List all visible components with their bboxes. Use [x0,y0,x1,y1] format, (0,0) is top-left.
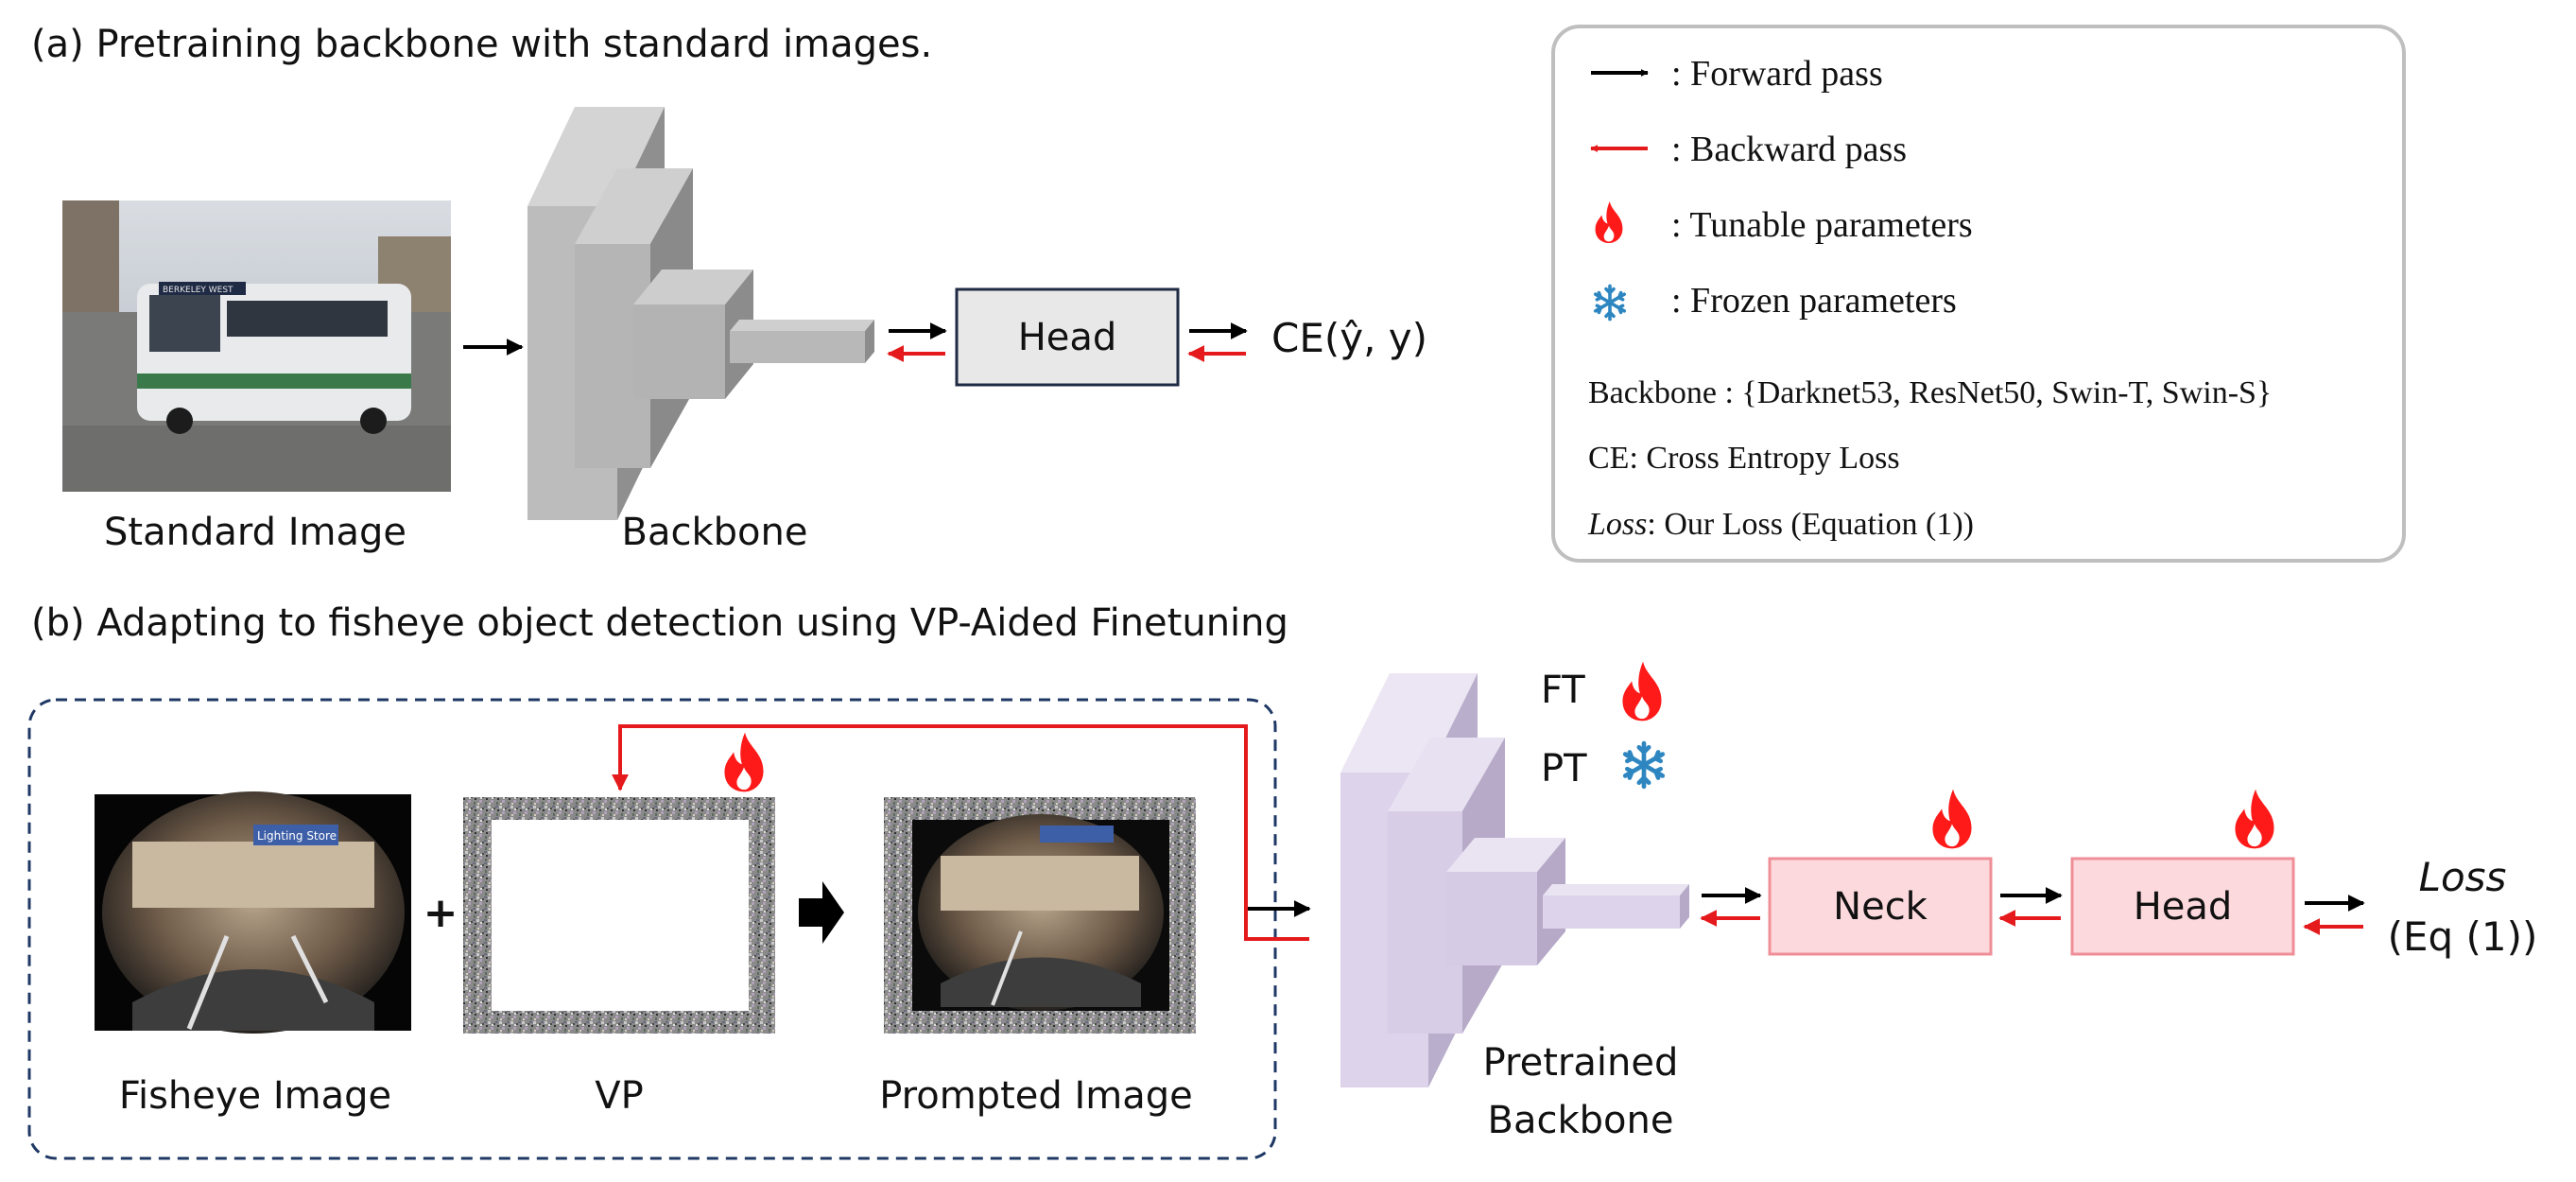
neck-box [1768,857,1993,956]
loss-term-label: Loss [2419,854,2507,900]
prompted-image-label: Prompted Image [879,1074,1192,1118]
fisheye-sign: Lighting Store [257,829,337,843]
pretrained-backbone-label-1: Pretrained [1483,1041,1679,1085]
ft-label: FT [1541,669,1585,712]
legend-loss-term: Loss [1587,507,1647,542]
legend-loss-rest: : Our Loss (Equation (1)) [1647,507,1974,542]
bus-sign: BERKELEY WEST [163,286,233,295]
vp-frame [463,797,775,1034]
head-box-b [2070,857,2295,956]
vp-label: VP [595,1074,643,1118]
legend-tunable: : Tunable parameters [1671,205,1973,245]
legend-frozen: : Frozen parameters [1671,281,1957,321]
legend-loss-def: Loss: Our Loss (Equation (1)) [1587,507,1974,542]
plus-sign: + [424,889,458,937]
head-label: Head [1018,316,1117,359]
pretrained-backbone-label-2: Backbone [1488,1099,1674,1142]
pretrained-backbone-block [1340,673,1689,1087]
fisheye-image: Lighting Store [95,791,411,1034]
backbone-label: Backbone [622,511,808,554]
loss-eq-label: (Eq (1)) [2388,913,2538,960]
vp-dashed-region [27,698,1277,1160]
head-label-b: Head [2134,885,2233,929]
vp-update-arrow [612,724,1309,941]
backbone-block [527,107,874,520]
head-box [955,287,1180,387]
flame-icon [724,732,764,792]
standard-image-label: Standard Image [104,511,406,554]
neck-label: Neck [1833,885,1928,929]
legend-backward: : Backward pass [1671,130,1907,169]
standard-image: BERKELEY WEST [62,200,451,492]
ce-loss-label: CE(ŷ, y) [1271,315,1427,361]
part-b-title: (b) Adapting to fisheye object detection… [31,601,1288,645]
legend-forward: : Forward pass [1671,54,1883,94]
legend-ce-def: CE: Cross Entropy Loss [1588,441,1900,476]
flame-icon [1622,661,1662,721]
flame-icon [2235,789,2274,849]
legend-backbone-def: Backbone : {Darknet53, ResNet50, Swin-T,… [1588,375,2272,410]
legend-box [1551,25,2406,563]
flame-icon [1932,789,1972,849]
fisheye-image-label: Fisheye Image [119,1074,391,1118]
prompted-image [884,797,1196,1034]
block-arrow-icon [799,881,844,944]
part-a-title: (a) Pretraining backbone with standard i… [31,23,932,66]
snowflake-icon [1625,743,1663,787]
pt-label: PT [1541,747,1587,791]
